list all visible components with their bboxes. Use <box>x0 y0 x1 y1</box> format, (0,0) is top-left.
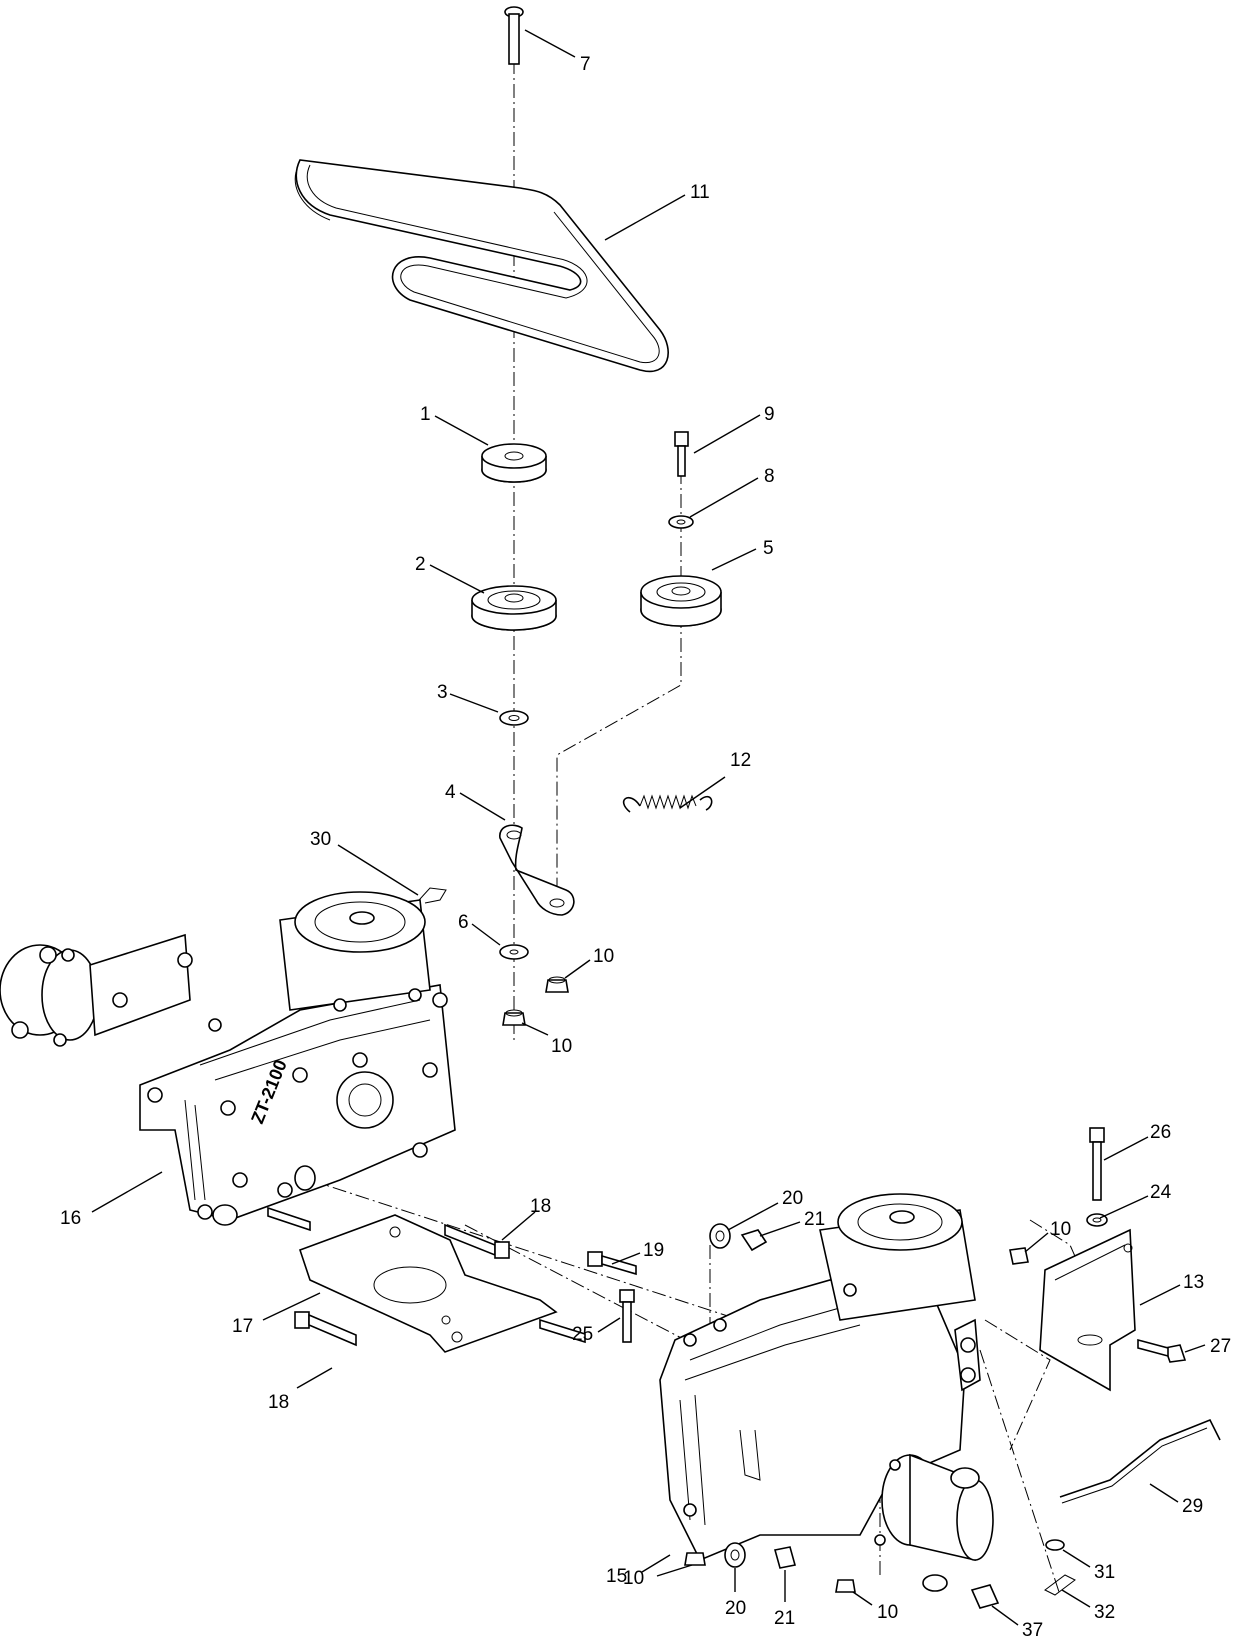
part-nut-21-b <box>773 1546 797 1569</box>
callout-10-c: 10 <box>1050 1219 1071 1240</box>
callout-27: 27 <box>1210 1336 1231 1357</box>
part-nut-10-b <box>502 1009 526 1026</box>
part-spring-12 <box>623 794 713 813</box>
callout-37: 37 <box>1022 1620 1043 1641</box>
part-nut-10-c <box>1009 1247 1029 1265</box>
callout-10-b: 10 <box>551 1036 572 1057</box>
callout-31: 31 <box>1094 1562 1115 1583</box>
callout-4: 4 <box>445 782 456 803</box>
part-transaxle-16: ZT-2100 <box>0 891 456 1226</box>
part-bolt-19 <box>587 1251 637 1276</box>
part-bolt-18-a <box>444 1223 510 1259</box>
callout-8: 8 <box>764 466 775 487</box>
part-clip-32 <box>1044 1574 1076 1596</box>
callout-29: 29 <box>1182 1496 1203 1517</box>
part-pulley-2 <box>471 585 557 631</box>
callout-24: 24 <box>1150 1182 1172 1203</box>
callout-17: 17 <box>232 1316 253 1337</box>
callout-18-a: 18 <box>530 1196 551 1217</box>
part-nut-10-a <box>545 976 569 993</box>
part-nut-10-d <box>684 1552 706 1566</box>
callout-13: 13 <box>1183 1272 1204 1293</box>
callout-26: 26 <box>1150 1122 1171 1143</box>
callout-16: 16 <box>60 1208 81 1229</box>
part-belt-11 <box>294 159 669 373</box>
part-washer-31 <box>1045 1539 1065 1551</box>
part-transaxle-15 <box>659 1193 994 1592</box>
part-washer-6 <box>499 944 529 960</box>
callout-19: 19 <box>643 1240 664 1261</box>
callout-12: 12 <box>730 750 751 771</box>
part-washer-20-a <box>709 1223 731 1249</box>
callout-30: 30 <box>310 829 331 850</box>
callout-3: 3 <box>437 682 448 703</box>
part-pulley-5 <box>640 575 722 627</box>
part-wire-30 <box>409 887 447 911</box>
part-bolt-26 <box>1089 1127 1105 1201</box>
callout-2: 2 <box>415 554 426 575</box>
part-bracket-13 <box>1039 1228 1136 1392</box>
callout-32: 32 <box>1094 1602 1115 1623</box>
part-washer-3 <box>499 710 529 726</box>
part-pin-7 <box>504 6 524 65</box>
part-idler-arm-4 <box>499 824 575 916</box>
callout-15: 15 <box>606 1566 627 1587</box>
callout-18-b: 18 <box>268 1392 289 1413</box>
callout-5: 5 <box>763 538 774 559</box>
part-nut-37 <box>970 1584 1000 1609</box>
part-rod-29 <box>1059 1418 1221 1504</box>
callout-10-e: 10 <box>877 1602 898 1623</box>
callout-9: 9 <box>764 404 775 425</box>
part-bolt-27 <box>1137 1338 1187 1363</box>
part-pulley-1 <box>481 443 547 483</box>
callout-21-a: 21 <box>804 1209 825 1230</box>
part-bolt-25 <box>619 1289 635 1343</box>
callout-20-b: 20 <box>725 1598 746 1619</box>
callout-21-b: 21 <box>774 1608 795 1629</box>
part-nut-21-a <box>740 1229 768 1252</box>
part-washer-8 <box>668 515 694 529</box>
part-bolt-9 <box>674 431 689 477</box>
part-bolt-18-b <box>294 1311 357 1347</box>
callout-20-a: 20 <box>782 1188 803 1209</box>
callout-6: 6 <box>458 912 469 933</box>
callout-10-d: 10 <box>623 1568 644 1589</box>
part-washer-20-b <box>724 1542 746 1568</box>
callout-11: 11 <box>690 182 710 203</box>
callout-labels: 7 11 1 9 8 2 5 3 12 4 30 6 10 10 26 24 1… <box>60 54 1231 1641</box>
part-plate-17 <box>267 1206 586 1353</box>
callout-1: 1 <box>420 404 431 425</box>
part-nut-10-e <box>835 1579 856 1593</box>
callout-10-a: 10 <box>593 946 614 967</box>
leader-lines <box>91 29 1206 1626</box>
callout-7: 7 <box>580 54 591 75</box>
callout-25: 25 <box>572 1324 593 1345</box>
